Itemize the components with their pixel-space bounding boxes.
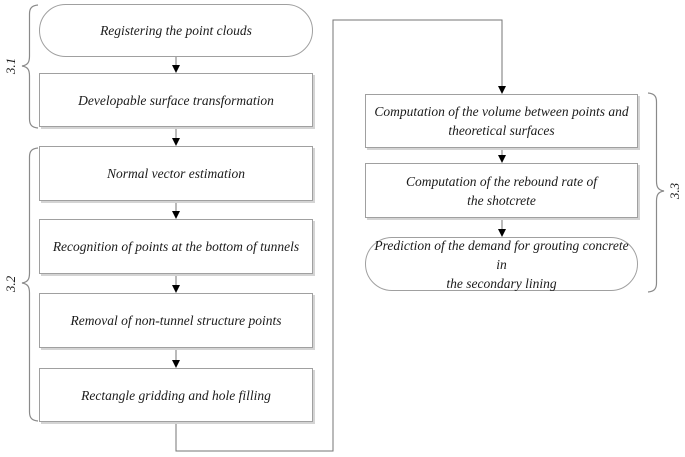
node-prediction-grouting-concrete: Prediction of the demand for grouting co… — [365, 237, 638, 291]
arrow-normal-to-recognition — [172, 201, 180, 219]
brace-section-3-1 — [21, 4, 39, 129]
node-removal-non-tunnel-points: Removal of non-tunnel structure points — [39, 293, 313, 348]
connector-gridding-to-computation-volume — [175, 19, 506, 452]
arrow-volume-to-rebound — [498, 149, 506, 163]
brace-section-3-2 — [21, 147, 39, 422]
section-label-3-3: 3.3 — [667, 182, 682, 200]
arrow-rebound-to-prediction — [498, 218, 506, 237]
node-normal-vector-estimation: Normal vector estimation — [39, 146, 313, 201]
node-computation-rebound-rate: Computation of the rebound rate of the s… — [365, 163, 638, 218]
node-recognition-bottom-of-tunnels: Recognition of points at the bottom of t… — [39, 219, 313, 274]
arrow-developable-to-normal — [172, 127, 180, 146]
brace-section-3-3 — [647, 92, 665, 293]
section-label-3-1: 3.1 — [3, 57, 18, 75]
arrow-recognition-to-removal — [172, 274, 180, 293]
node-registering-point-clouds: Registering the point clouds — [39, 4, 313, 57]
arrow-registering-to-developable — [172, 57, 180, 73]
node-computation-volume: Computation of the volume between points… — [365, 94, 638, 148]
node-developable-surface-transformation: Developable surface transformation — [39, 73, 313, 127]
arrow-removal-to-gridding — [172, 348, 180, 368]
section-label-3-2: 3.2 — [3, 275, 18, 293]
node-rectangle-gridding-hole-filling: Rectangle gridding and hole filling — [39, 368, 313, 422]
